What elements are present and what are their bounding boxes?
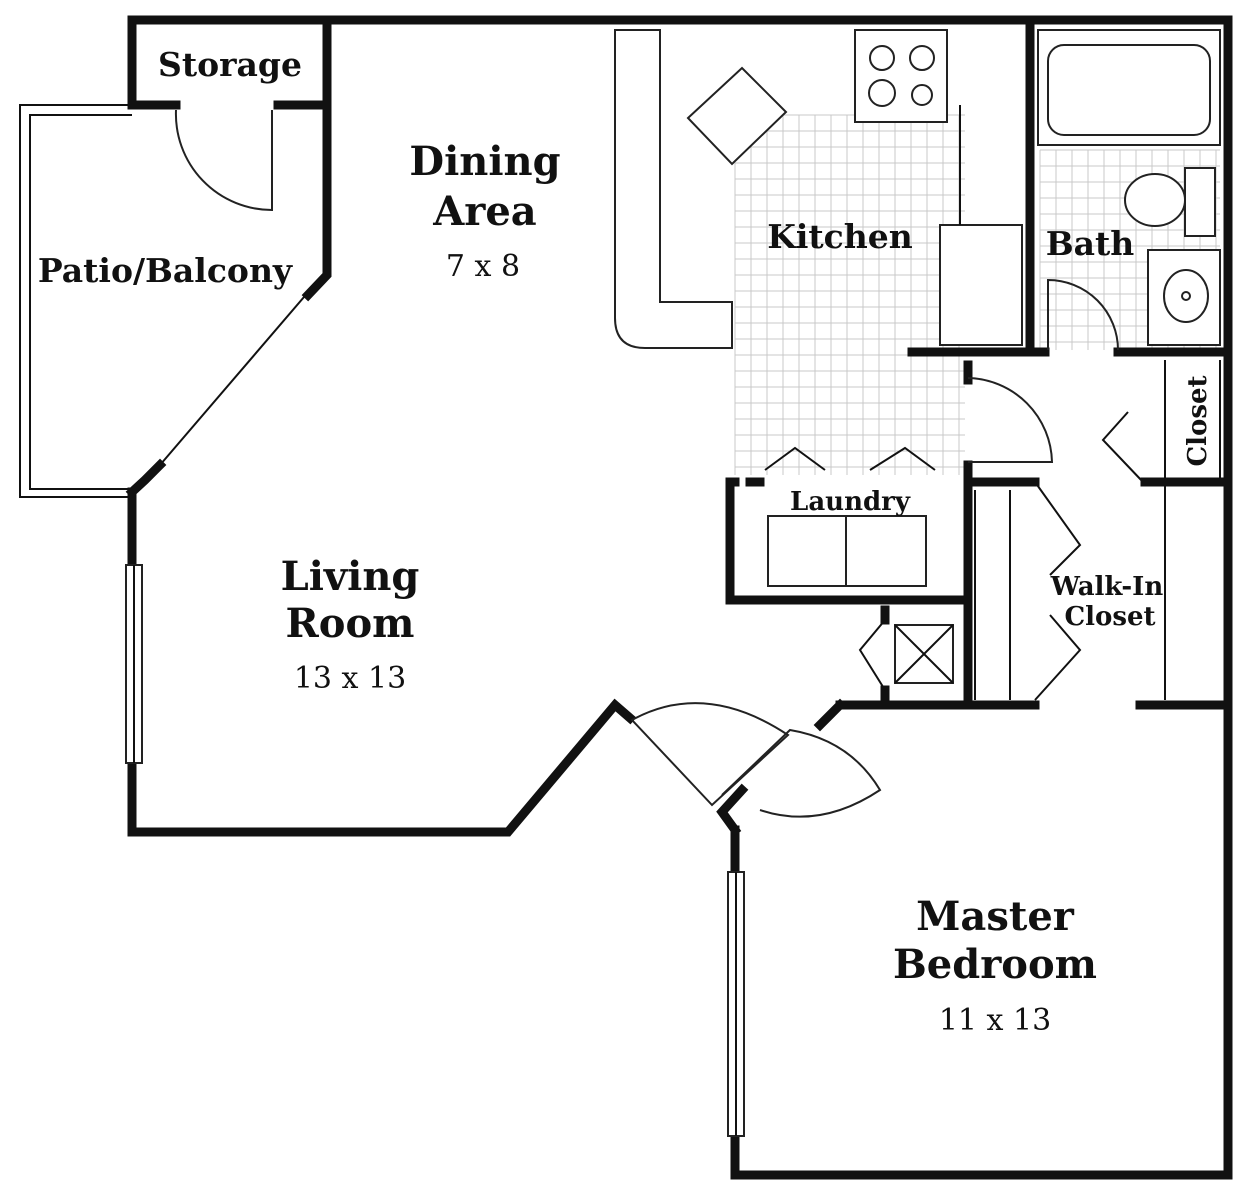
bath-label: Bath <box>1046 224 1135 263</box>
water-heater <box>858 619 954 691</box>
master-label-1: Master <box>916 893 1075 940</box>
dining-label-2: Area <box>432 188 536 235</box>
interior-walls <box>725 15 1233 732</box>
laundry-appliances <box>764 446 936 587</box>
closet-lines <box>974 360 1221 701</box>
kitchen-label: Kitchen <box>767 217 913 256</box>
closet-label: Closet <box>1183 375 1213 466</box>
walkin-label-2: Closet <box>1064 602 1155 632</box>
storage-door[interactable] <box>174 109 273 212</box>
living-label-1: Living <box>281 553 420 600</box>
master-label-2: Bedroom <box>893 941 1097 988</box>
walkin-label-1: Walk-In <box>1050 572 1164 602</box>
master-size: 11 x 13 <box>939 1003 1051 1038</box>
living-bedroom-door-1[interactable] <box>630 702 790 807</box>
storage-label: Storage <box>158 45 302 84</box>
living-label-2: Room <box>286 600 415 647</box>
bedroom-door-2[interactable] <box>721 728 882 818</box>
dining-label-1: Dining <box>409 138 560 185</box>
bath-door[interactable] <box>1047 278 1119 351</box>
laundry-label: Laundry <box>790 487 911 517</box>
dining-size: 7 x 8 <box>446 249 520 284</box>
patio-label: Patio/Balcony <box>38 251 293 290</box>
walkin-closet-door[interactable] <box>967 377 1054 463</box>
room-labels: Storage Patio/Balcony Dining Area 7 x 8 … <box>38 45 1213 1038</box>
bath-fixtures <box>1037 29 1221 346</box>
kitchen-counters <box>614 29 1023 349</box>
living-size: 13 x 13 <box>294 661 406 696</box>
kitchen-tile-floor <box>734 114 965 475</box>
patio-sliding-door[interactable] <box>159 289 311 466</box>
